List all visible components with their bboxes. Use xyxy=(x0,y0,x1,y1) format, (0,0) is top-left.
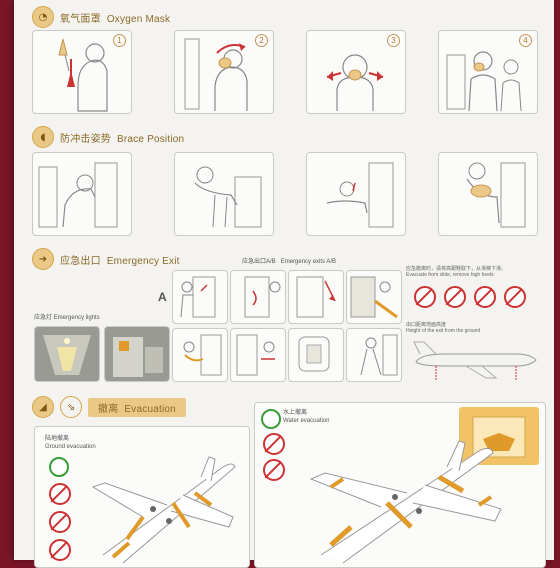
brace-figure-1-illustration xyxy=(38,162,118,228)
no-entry-icon xyxy=(474,286,496,308)
brace-section-header: ◖ 防冲击姿势 Brace Position xyxy=(32,126,184,148)
step-number: 2 xyxy=(255,34,268,47)
ground-evacuation-aircraft xyxy=(91,456,236,564)
emergency-lights-panel-1 xyxy=(34,326,100,382)
exit-subtitle: 应急出口A/B Emergency exits A/B xyxy=(242,259,337,265)
exit-b-step-1 xyxy=(172,328,228,382)
evacuation-title-en: Evacuation xyxy=(124,403,176,415)
oxygen-title-cn: 氧气面罩 xyxy=(60,13,101,25)
aircraft-side-view xyxy=(413,341,537,380)
exit-title-en: Emergency Exit xyxy=(106,255,180,267)
oxygen-step-1-illustration xyxy=(58,38,108,112)
prohibit-note: 应急撤离时，请将高跟鞋取下，从滑梯下滑。 Evacuate from slide… xyxy=(406,266,507,278)
exit-height-note: 出口距离地面高度 Height of the exit from the gro… xyxy=(406,322,481,334)
exit-a-step-4 xyxy=(346,270,402,324)
oxygen-mask-icon: ◔ xyxy=(32,6,54,28)
safety-card: ◔ 氧气面罩 Oxygen Mask 1 2 3 xyxy=(14,0,554,568)
no-entry-icon xyxy=(49,511,71,533)
oxygen-step-4: 4 xyxy=(438,30,538,114)
emergency-lights-label: 应急灯 Emergency lights xyxy=(34,315,100,321)
evacuation-person-icon: ⇘ xyxy=(60,396,82,418)
step-number: 4 xyxy=(519,34,532,47)
brace-figure-3 xyxy=(306,152,406,236)
step-number: 1 xyxy=(113,34,126,47)
oxygen-section-header: ◔ 氧气面罩 Oxygen Mask xyxy=(32,6,170,28)
brace-figure-2 xyxy=(174,152,274,236)
exit-section-header: ➜ 应急出口 Emergency Exit xyxy=(32,248,180,270)
check-circle-icon xyxy=(261,409,281,429)
no-entry-icon xyxy=(444,286,466,308)
water-evacuation-aircraft xyxy=(309,440,502,564)
exit-title-cn: 应急出口 xyxy=(60,255,101,267)
evacuation-slide-icon: ◢ xyxy=(32,396,54,418)
emergency-lights-panel-2 xyxy=(104,326,170,382)
exit-b-step-4 xyxy=(346,328,402,382)
no-entry-icon xyxy=(263,459,285,481)
ground-evacuation-label: 陆地撤离 Ground evacuation xyxy=(45,436,96,450)
oxygen-step-1: 1 xyxy=(32,30,132,114)
exit-row-a-label: A xyxy=(158,290,167,304)
water-evacuation-panel: 水上撤离 Water evacuation xyxy=(254,402,546,568)
life-vest-illustration xyxy=(459,407,539,465)
exit-b-step-2 xyxy=(230,328,286,382)
oxygen-step-3: 3 xyxy=(306,30,406,114)
brace-icon: ◖ xyxy=(32,126,54,148)
exit-a-step-2 xyxy=(230,270,286,324)
evacuation-section-header: ◢ ⇘ 撤离 Evacuation xyxy=(32,396,186,418)
check-circle-icon xyxy=(49,457,69,477)
brace-title-en: Brace Position xyxy=(117,133,185,145)
exit-running-icon: ➜ xyxy=(32,248,54,270)
oxygen-step-2: 2 xyxy=(174,30,274,114)
exit-a-step-3 xyxy=(288,270,344,324)
ground-evacuation-panel: 陆地撤离 Ground evacuation xyxy=(34,426,250,568)
brace-figure-4-illustration xyxy=(466,162,526,228)
exit-a-step-1 xyxy=(172,270,228,324)
no-entry-icon xyxy=(49,483,71,505)
no-entry-icon xyxy=(504,286,526,308)
step-number: 3 xyxy=(387,34,400,47)
brace-figure-3-illustration xyxy=(326,162,394,228)
oxygen-step-3-illustration xyxy=(326,54,384,111)
oxygen-title-en: Oxygen Mask xyxy=(106,13,171,25)
brace-figure-1 xyxy=(32,152,132,236)
exit-b-step-3 xyxy=(288,328,344,382)
brace-figure-2-illustration xyxy=(194,166,262,228)
evacuation-title-cn: 撤离 xyxy=(98,403,119,415)
oxygen-step-2-illustration xyxy=(184,38,248,111)
brace-title-cn: 防冲击姿势 xyxy=(60,133,111,145)
no-entry-icon xyxy=(263,433,285,455)
water-evacuation-label: 水上撤离 Water evacuation xyxy=(283,410,330,424)
brace-figure-4 xyxy=(438,152,538,236)
no-entry-icon xyxy=(414,286,436,308)
oxygen-step-4-illustration xyxy=(446,51,522,112)
no-entry-icon xyxy=(49,539,71,561)
